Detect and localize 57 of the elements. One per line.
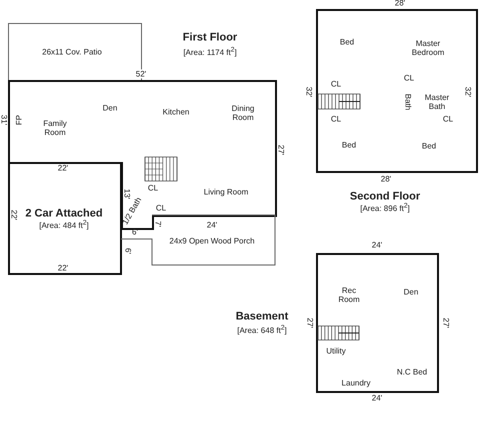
room-label: [Area: 484 ft$^{2}$] — [39, 220, 89, 230]
room-label: N.C Bed — [396, 367, 428, 377]
dimension-label: 6' — [123, 248, 133, 254]
room-label: CL — [330, 79, 342, 89]
floor-title: Basement — [236, 310, 288, 324]
dimension-label: [Area: 648 ft$^{2}$] — [237, 324, 287, 336]
dimension-label: [Area: 1174 ft$^{2}$] — [183, 46, 237, 58]
floor-plan-outline — [8, 80, 276, 229]
dimension-label: 52' — [136, 69, 146, 79]
dimension-label: 27' — [276, 144, 286, 156]
floor-title: First Floor — [182, 32, 238, 44]
dimension-label: 13' — [122, 188, 132, 200]
dimension-label: 24' — [206, 220, 218, 230]
dimension-label: 24' — [372, 240, 382, 250]
room-label: Bath — [403, 94, 413, 110]
dimension-label: 28' — [394, 0, 406, 8]
dimension-label: 24' — [372, 393, 382, 403]
floor-title: Second Floor — [350, 190, 420, 203]
room-label: Family Room — [42, 118, 68, 138]
dimension-label: 7' — [153, 221, 163, 227]
room-label: Rec Room — [337, 286, 361, 304]
floor-plan-outline — [316, 253, 439, 393]
room-label: Bed — [340, 37, 354, 47]
dimension-label: 31' — [0, 114, 9, 126]
floor-plan-outline — [316, 9, 478, 173]
dimension-label: 22' — [58, 163, 68, 173]
room-label: Living Room — [204, 187, 248, 197]
room-label: Master Bath — [424, 92, 450, 112]
room-label: FP — [14, 114, 24, 126]
dimension-label: 6' — [132, 227, 138, 237]
room-label: CL — [148, 183, 158, 193]
room-label: CL — [442, 114, 454, 124]
room-label: Utility — [326, 346, 346, 356]
room-label: Kitchen — [162, 107, 190, 117]
dimension-label: [Area: 896 ft$^{2}$] — [360, 202, 410, 214]
room-label: 24x9 Open Wood Porch — [169, 236, 255, 246]
dimension-label: 27' — [305, 318, 315, 328]
dimension-label: 32' — [304, 86, 314, 98]
dimension-label: 32' — [463, 86, 473, 98]
room-label: Den — [404, 287, 418, 297]
garage-outline — [8, 162, 122, 275]
room-label: Bed — [342, 140, 356, 150]
room-label: CL — [156, 203, 166, 213]
room-label: Den — [102, 103, 118, 113]
room-label: 26x11 Cov. Patio — [42, 47, 102, 57]
room-label: CL — [404, 73, 414, 83]
dimension-label: 22' — [9, 210, 19, 220]
dimension-label: 27' — [441, 318, 451, 328]
area-heading: 2 Car Attached — [25, 208, 103, 220]
room-label: Laundry — [342, 378, 370, 388]
dimension-label: 22' — [58, 263, 68, 273]
room-label: Dining Room — [230, 104, 256, 122]
dimension-label: 28' — [380, 174, 392, 184]
room-label: Master Bedroom — [410, 38, 446, 58]
room-label: CL — [330, 114, 342, 124]
porch-outline — [121, 215, 276, 266]
room-label: Bed — [422, 141, 436, 151]
